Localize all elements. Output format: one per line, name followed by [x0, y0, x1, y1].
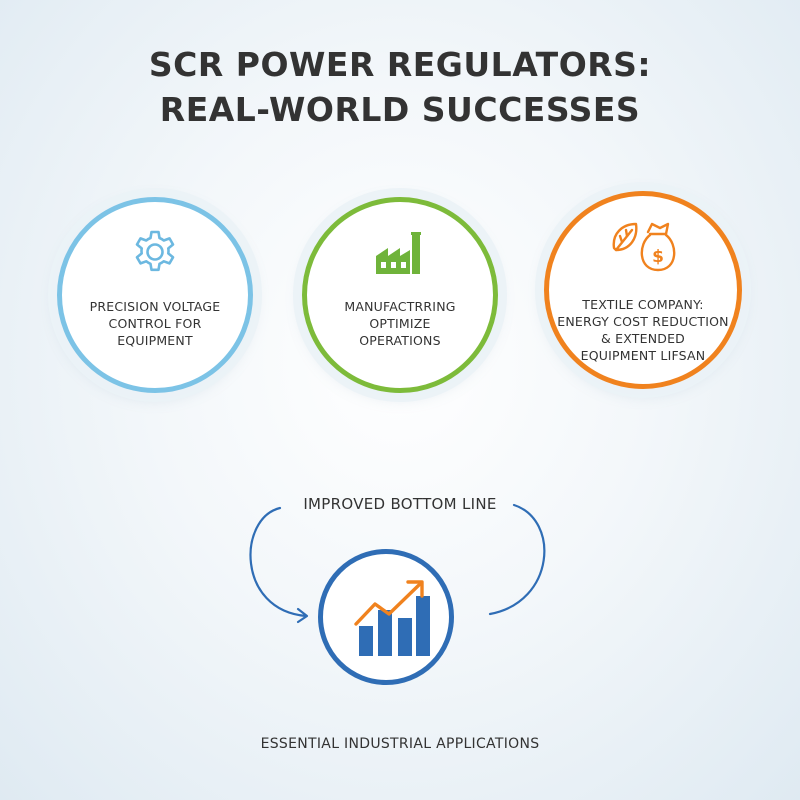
page-title: SCR POWER REGULATORS: REAL-WORLD SUCCESS…	[0, 42, 800, 132]
manufacturing-card: MANUFACTRRING OPTIMIZE OPERATIONS	[302, 197, 498, 393]
improved-bottom-line-label: IMPROVED BOTTOM LINE	[303, 495, 497, 513]
right-cycle-arrow	[488, 503, 546, 616]
factory-icon	[376, 232, 421, 274]
left-cycle-arrow	[249, 506, 308, 618]
card-label: MANUFACTRRING OPTIMIZE OPERATIONS	[344, 299, 456, 348]
textile-company-card: $ TEXTILE COMPANY: ENERGY COST REDUCTION…	[544, 191, 742, 389]
gear-icon	[135, 230, 175, 272]
card-label: PRECISION VOLTAGE CONTROL FOR EQUIPMENT	[89, 299, 221, 348]
bar-chart-growth-icon	[354, 580, 430, 656]
title-line-1: SCR POWER REGULATORS:	[148, 45, 652, 84]
svg-text:$: $	[652, 247, 664, 267]
precision-voltage-card: PRECISION VOLTAGE CONTROL FOR EQUIPMENT	[57, 197, 253, 393]
footer-caption: ESSENTIAL INDUSTRIAL APPLICATIONS	[260, 736, 540, 752]
leaf-money-bag-icon: $	[612, 222, 676, 272]
card-label: TEXTILE COMPANY: ENERGY COST REDUCTION &…	[557, 297, 729, 363]
left-arrowhead	[296, 607, 309, 624]
title-line-2: REAL-WORLD SUCCESSES	[159, 90, 641, 129]
growth-chart-circle	[318, 549, 454, 685]
